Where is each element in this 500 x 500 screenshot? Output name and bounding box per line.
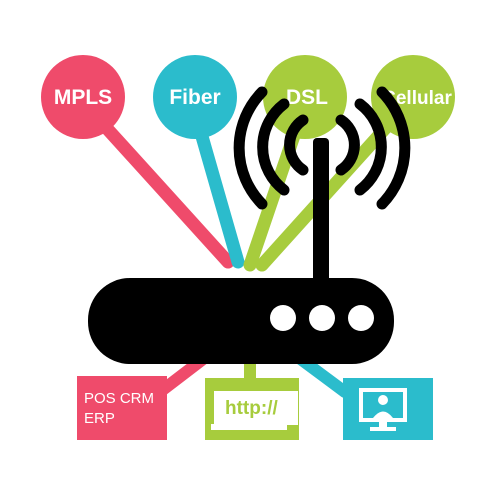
router-icon	[88, 278, 394, 364]
video-box	[343, 378, 433, 440]
cellular-bubble: Cellular	[371, 55, 455, 139]
fiber-label: Fiber	[169, 86, 220, 109]
web-box: http://	[205, 378, 299, 440]
wifi-signal-icon	[233, 86, 411, 210]
cellular-label: Cellular	[382, 88, 452, 109]
user-monitor-icon	[359, 388, 407, 431]
mpls-connector	[85, 105, 235, 269]
business-apps-line1: POS CRM	[84, 390, 154, 407]
mpls-bubble: MPLS	[41, 55, 125, 139]
dsl-label: DSL	[286, 86, 328, 109]
fiber-bubble: Fiber	[153, 55, 237, 139]
antenna	[313, 138, 329, 288]
mpls-label: MPLS	[54, 86, 112, 109]
business-apps-box: POS CRM ERP	[77, 376, 167, 440]
router-led-2	[309, 305, 335, 331]
business-apps-line2: ERP	[84, 410, 115, 427]
router-led-1	[270, 305, 296, 331]
dsl-bubble: DSL	[263, 55, 347, 139]
web-url-text: http://	[225, 398, 278, 419]
router-led-3	[348, 305, 374, 331]
